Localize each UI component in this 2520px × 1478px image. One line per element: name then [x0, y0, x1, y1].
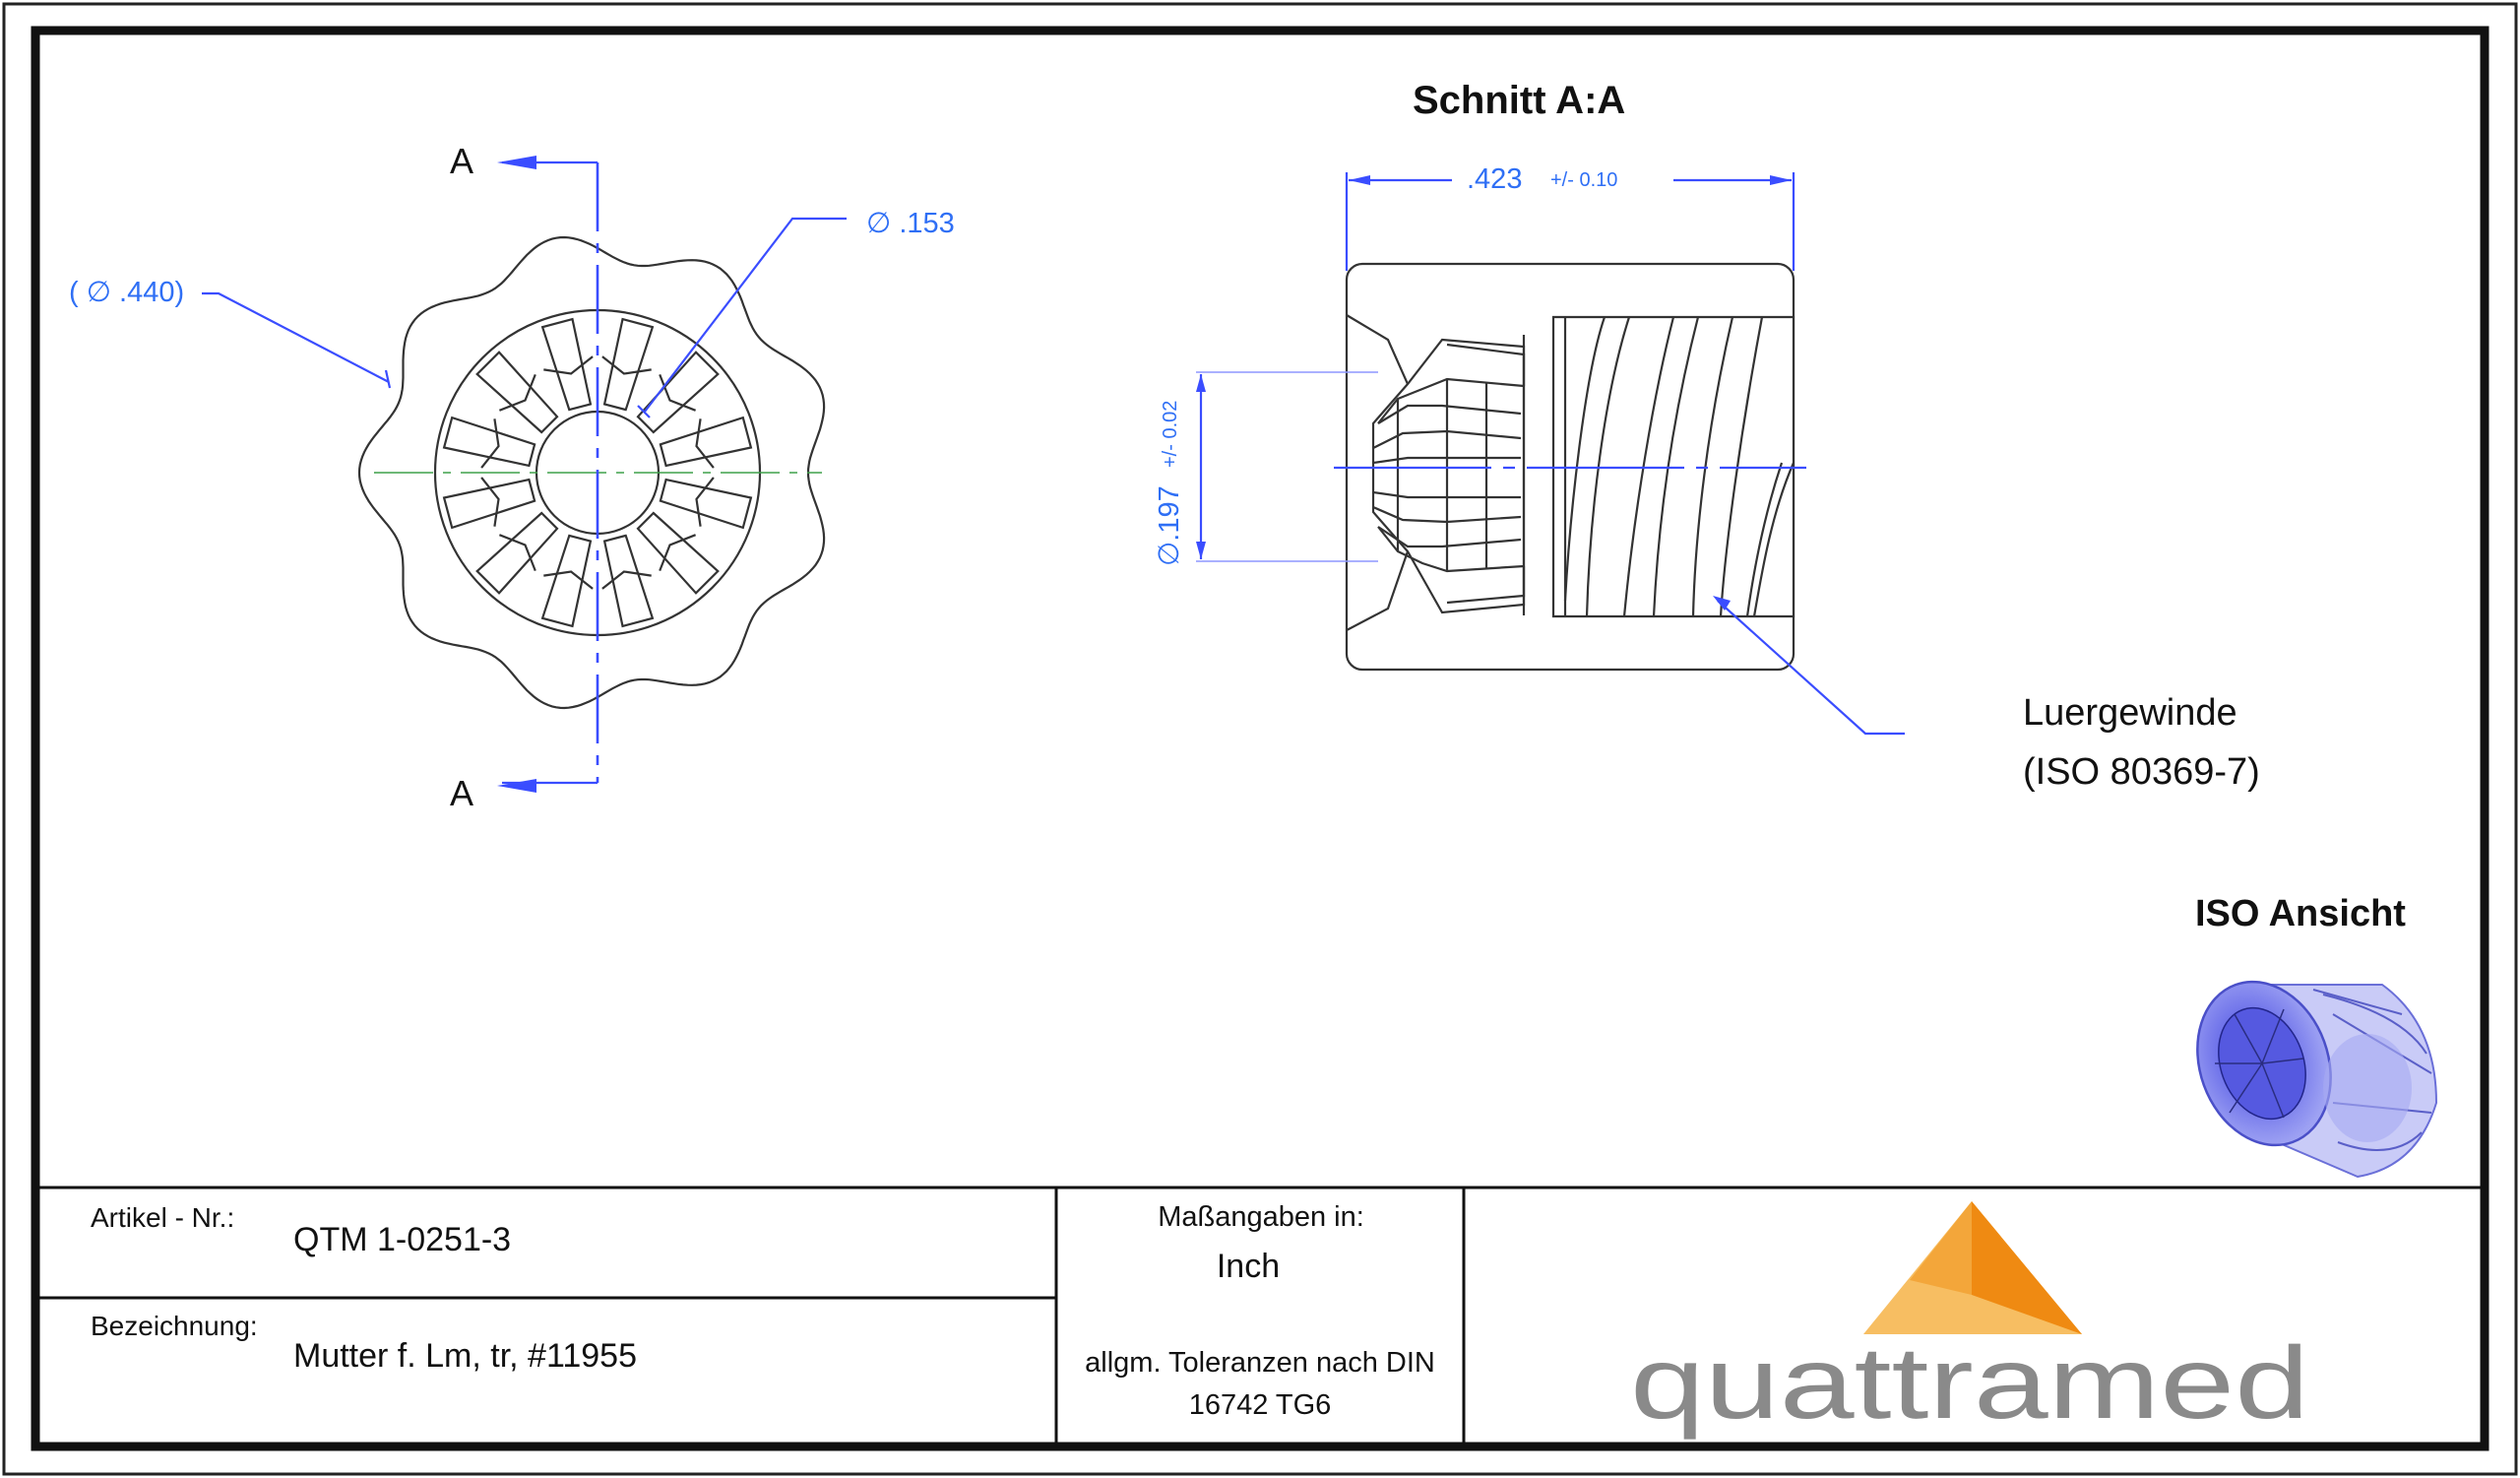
rib-11: [636, 351, 720, 434]
thread-flanks: [1563, 316, 1796, 617]
rib-9: [540, 317, 593, 412]
section-mark-top: A: [450, 141, 473, 181]
section-arrow-bottom: [497, 779, 536, 793]
outer-scalloped-contour: [357, 235, 826, 710]
section-body: [1334, 262, 1806, 672]
rib-detail-10: [601, 355, 652, 375]
rib-detail-7: [480, 418, 500, 469]
article-label: Artikel - Nr.:: [91, 1202, 234, 1233]
section-arrow-top: [497, 156, 536, 169]
inner-fins: [1346, 314, 1526, 631]
thread-label-line1: Luergewinde: [2023, 692, 2237, 734]
rib-6: [442, 478, 536, 530]
outer-diameter-leader: [202, 291, 390, 383]
section-view: Schnitt A:A .423 +/- 0.10: [1154, 79, 2260, 793]
rib-7: [442, 416, 536, 468]
radial-ribs: [442, 317, 753, 628]
logo-wordmark: quattramed: [1630, 1326, 2309, 1441]
thread-label-line2: (ISO 80369-7): [2023, 751, 2260, 793]
front-view: A A ( ∅ .440) ∅ .153: [69, 141, 955, 813]
rib-5: [475, 511, 559, 595]
quattramed-logo-icon: quattramed: [1630, 1201, 2309, 1441]
article-value: QTM 1-0251-3: [293, 1221, 511, 1258]
rib-10: [602, 317, 655, 412]
rib-1: [659, 478, 753, 530]
thread-leader: [1717, 600, 1905, 736]
rib-detail-2: [659, 534, 697, 572]
length-dim-tolerance: +/- 0.10: [1550, 169, 1617, 191]
rib-3: [602, 534, 655, 628]
rib-detail-4: [543, 570, 594, 590]
units-value: Inch: [1217, 1248, 1280, 1285]
rib-detail-1: [695, 477, 715, 527]
rib-detail-5: [498, 534, 536, 572]
rib-detail-6: [480, 477, 500, 527]
tolerance-line2: 16742 TG6: [1189, 1389, 1332, 1421]
tolerance-line1: allgm. Toleranzen nach DIN: [1085, 1347, 1435, 1379]
inner-frame: [31, 26, 2489, 1451]
inner-diameter-label: ∅ .153: [866, 208, 955, 239]
section-mark-bottom: A: [450, 773, 473, 813]
length-dim-value: .423: [1467, 163, 1522, 195]
rib-12: [659, 416, 753, 468]
bore-dim-value: ∅.197: [1154, 485, 1185, 566]
section-title: Schnitt A:A: [1413, 79, 1625, 122]
designation-label: Bezeichnung:: [91, 1311, 258, 1341]
bore-dim-tolerance: +/- 0.02: [1160, 401, 1181, 468]
iso-view: ISO Ansicht: [2195, 893, 2438, 1179]
iso-title: ISO Ansicht: [2195, 893, 2406, 934]
designation-value: Mutter f. Lm, tr, #11955: [293, 1337, 637, 1375]
outer-diameter-label: ( ∅ .440): [69, 277, 184, 308]
rib-detail-11: [659, 373, 697, 412]
rib-detail-8: [498, 373, 536, 412]
rib-detail-3: [601, 570, 652, 590]
units-label: Maßangaben in:: [1158, 1201, 1364, 1233]
title-block: Artikel - Nr.: QTM 1-0251-3 Bezeichnung:…: [35, 1186, 2485, 1446]
rib-detail-12: [695, 418, 715, 469]
iso-3d-part: [2196, 980, 2438, 1179]
rib-2: [636, 511, 720, 595]
rib-detail-9: [543, 355, 594, 375]
inner-diameter-leader: [644, 217, 847, 413]
rib-4: [540, 534, 593, 628]
rib-8: [475, 351, 559, 434]
